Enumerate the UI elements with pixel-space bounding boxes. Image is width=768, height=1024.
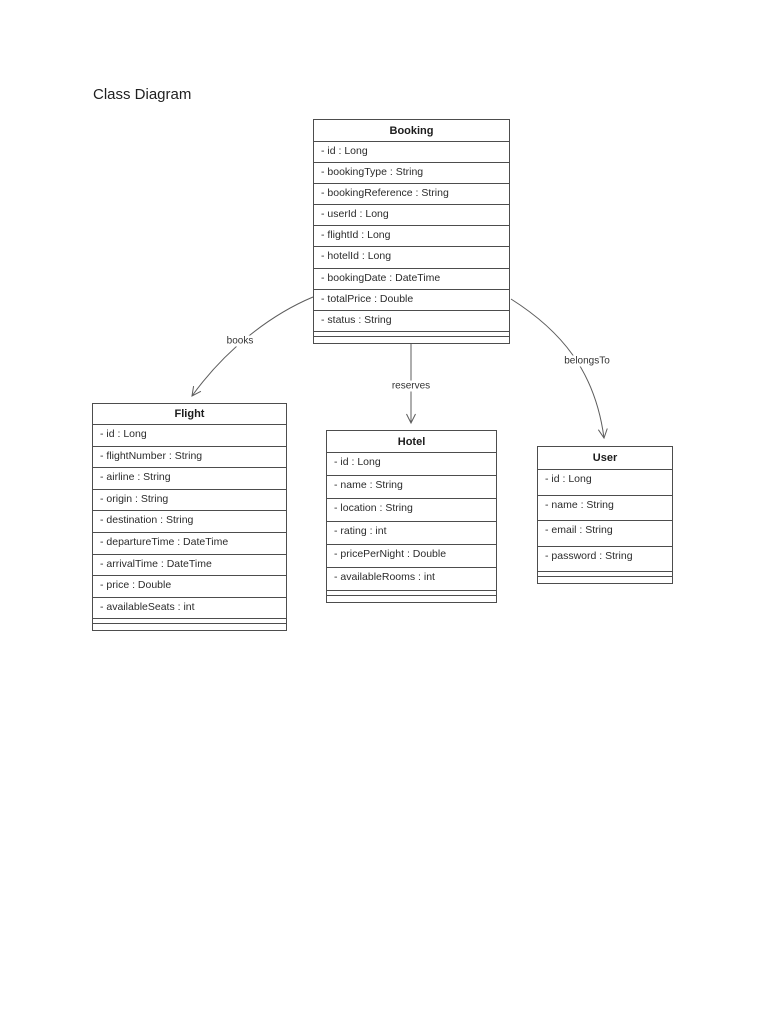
class-title-user: User bbox=[538, 447, 672, 470]
empty-compartment bbox=[93, 624, 286, 630]
books-edge-arrow bbox=[191, 296, 314, 397]
class-attribute: - flightNumber : String bbox=[93, 447, 286, 469]
class-box-user: User - id : Long - name : String - email… bbox=[537, 446, 673, 584]
class-attributes-flight: - id : Long - flightNumber : String - ai… bbox=[93, 425, 286, 620]
class-attribute: - price : Double bbox=[93, 576, 286, 598]
class-attributes-user: - id : Long - name : String - email : St… bbox=[538, 470, 672, 572]
class-attribute: - email : String bbox=[538, 521, 672, 547]
empty-compartment bbox=[314, 337, 509, 343]
class-box-hotel: Hotel - id : Long - name : String - loca… bbox=[326, 430, 497, 603]
class-attribute: - id : Long bbox=[314, 142, 509, 164]
class-title-hotel: Hotel bbox=[327, 431, 496, 453]
class-attribute: - name : String bbox=[327, 476, 496, 499]
class-attribute: - id : Long bbox=[327, 453, 496, 476]
class-attribute: - flightId : Long bbox=[314, 226, 509, 248]
empty-compartment bbox=[327, 591, 496, 596]
class-attribute: - bookingDate : DateTime bbox=[314, 269, 509, 290]
class-attribute: - availableRooms : int bbox=[327, 568, 496, 591]
class-attribute: - origin : String bbox=[93, 490, 286, 512]
edge-label-belongsto: belongsTo bbox=[562, 355, 612, 367]
class-attributes-booking: - id : Long - bookingType : String - boo… bbox=[314, 142, 509, 332]
empty-compartment bbox=[327, 596, 496, 602]
empty-compartment bbox=[93, 619, 286, 625]
empty-compartment bbox=[538, 577, 672, 583]
class-attribute: - status : String bbox=[314, 311, 509, 332]
class-box-flight: Flight - id : Long - flightNumber : Stri… bbox=[92, 403, 287, 632]
class-attribute: - id : Long bbox=[93, 425, 286, 447]
class-attribute: - pricePerNight : Double bbox=[327, 545, 496, 568]
class-attribute: - departureTime : DateTime bbox=[93, 533, 286, 555]
empty-compartment bbox=[314, 332, 509, 337]
class-attribute: - id : Long bbox=[538, 470, 672, 496]
edge-label-books: books bbox=[224, 335, 256, 347]
edge-label-reserves: reserves bbox=[389, 380, 433, 392]
class-box-booking: Booking - id : Long - bookingType : Stri… bbox=[313, 119, 510, 344]
class-title-booking: Booking bbox=[314, 120, 509, 142]
class-attribute: - availableSeats : int bbox=[93, 598, 286, 620]
class-attribute: - destination : String bbox=[93, 511, 286, 533]
page-title: Class Diagram bbox=[93, 86, 192, 103]
class-attributes-hotel: - id : Long - name : String - location :… bbox=[327, 453, 496, 591]
empty-compartment bbox=[538, 572, 672, 577]
class-attribute: - userId : Long bbox=[314, 205, 509, 227]
class-attribute: - rating : int bbox=[327, 522, 496, 545]
class-attribute: - bookingReference : String bbox=[314, 184, 509, 206]
class-attribute: - airline : String bbox=[93, 468, 286, 490]
class-attribute: - password : String bbox=[538, 547, 672, 572]
class-attribute: - totalPrice : Double bbox=[314, 290, 509, 311]
class-attribute: - bookingType : String bbox=[314, 163, 509, 185]
class-attribute: - hotelId : Long bbox=[314, 247, 509, 269]
class-attribute: - location : String bbox=[327, 499, 496, 522]
class-title-flight: Flight bbox=[93, 404, 286, 425]
class-attribute: - name : String bbox=[538, 496, 672, 521]
class-attribute: - arrivalTime : DateTime bbox=[93, 555, 286, 577]
belongsto-edge-arrow bbox=[510, 298, 608, 440]
